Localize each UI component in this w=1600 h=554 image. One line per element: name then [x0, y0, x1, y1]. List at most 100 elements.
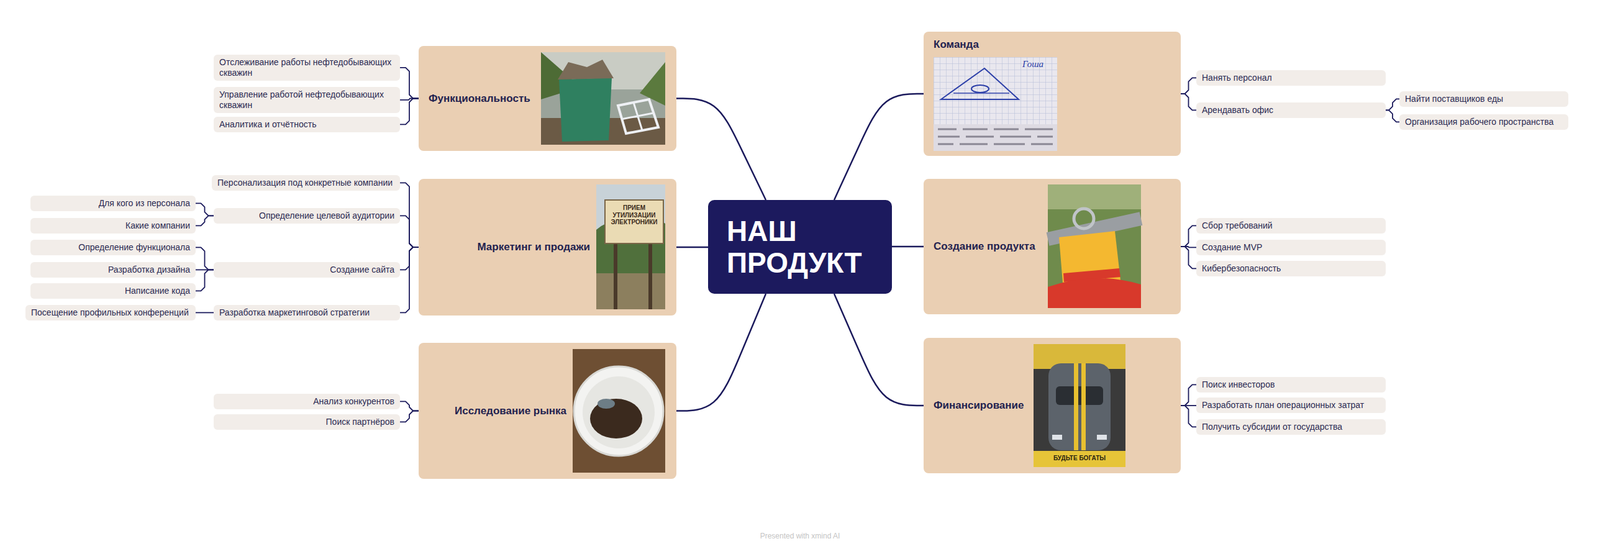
central-topic: НАШ ПРОДУКТ [708, 200, 892, 294]
car-photo-part [1033, 344, 1126, 468]
car-photo-part [1055, 386, 1104, 405]
subtopic-pill: Сбор требований [1196, 218, 1386, 234]
node-text: Нанять персонал [1201, 72, 1381, 84]
bowl-photo [572, 349, 666, 473]
bracket-line [400, 182, 419, 248]
bracket-line [1385, 109, 1400, 122]
node-text: Создание MVP [1201, 242, 1381, 253]
node-text: Аналитика и отчётность [219, 119, 395, 130]
bracket-line [400, 98, 419, 100]
sign-photo-part [648, 243, 653, 310]
package-photo-part [1059, 231, 1122, 291]
car-photo-part [1048, 363, 1111, 451]
subtopic-pill: Определение целевой аудитории [213, 208, 400, 224]
node-text: Для кого из персонала [36, 198, 191, 209]
subtopic-pill: Отслеживание работы нефтедобывающих сква… [213, 54, 400, 81]
branch-topic: Исследование рынка [418, 342, 677, 479]
package-photo-part [1047, 278, 1141, 309]
subtopic-pill: Управление работой нефтедобывающих скваж… [213, 86, 400, 114]
node-text: Определение функционала [36, 242, 191, 253]
bracket-line [1180, 225, 1197, 247]
bracket-line [1180, 405, 1197, 427]
node-text: Управление работой нефтедобывающих скваж… [219, 89, 395, 111]
notebook-photo-part [933, 124, 1058, 151]
bracket-line [400, 411, 419, 423]
subtopic-pill: Персонализация под конкретные компании [211, 175, 400, 191]
branch-topic: Создание продукта [923, 178, 1181, 315]
bracket-line [1180, 77, 1197, 94]
subtopic-pill: Какие компании [30, 218, 196, 234]
dumpster-photo-part [559, 77, 612, 142]
bracket-line [400, 401, 419, 411]
subtopic-pill: Определение функционала [30, 239, 196, 256]
bracket-line [1180, 404, 1197, 407]
node-text: Разработка маркетинговой стратегии [219, 307, 395, 319]
bracket-line [195, 268, 214, 271]
dumpster-photo-part [540, 52, 666, 90]
node-text: Создание продукта [933, 240, 1036, 253]
dumpster-photo-part [621, 102, 654, 131]
branch-curve [676, 98, 766, 201]
bracket-line [1180, 93, 1197, 110]
sign-photo-part [596, 184, 666, 310]
package-photo [1047, 184, 1141, 309]
watermark: Presented with xmind AI [706, 531, 894, 541]
bracket-line [195, 203, 214, 216]
node-text: Разработать план операционных затрат [1201, 400, 1381, 411]
dumpster-photo-part [540, 118, 666, 145]
notebook-photo-part [933, 57, 1058, 151]
node-text: Анализ конкурентов [219, 396, 395, 407]
car-photo [1033, 344, 1126, 468]
bowl-photo-part [597, 398, 615, 409]
car-photo-part [1073, 363, 1079, 451]
sign-text: ПРИЕМ УТИЛИЗАЦИИ ЭЛЕКТРОНИКИ [607, 204, 661, 227]
bracket-line [195, 311, 214, 314]
dumpster-photo-part [540, 52, 666, 145]
sign-photo-part [596, 273, 666, 310]
bowl-photo-part [590, 398, 643, 439]
branch-topic: Команда [923, 31, 1181, 156]
branch-curve [891, 245, 924, 248]
bracket-line [1385, 98, 1400, 110]
node-text: Функциональность [428, 92, 531, 105]
bracket-line [1180, 246, 1197, 248]
branch-curve [676, 246, 709, 249]
sign-photo [596, 184, 666, 310]
car-photo-part [1033, 450, 1126, 468]
branch-curve [834, 293, 924, 406]
bracket-line [1180, 384, 1197, 406]
subtopic-pill: Организация рабочего пространства [1399, 114, 1569, 130]
subtopic-pill: Создание MVP [1196, 239, 1386, 256]
subtopic-pill: Разработать план операционных затрат [1196, 397, 1386, 414]
subtopic-pill: Разработка маркетинговой стратегии [213, 304, 400, 321]
subtopic-pill: Для кого из персонала [30, 195, 196, 212]
node-text: Определение целевой аудитории [219, 210, 395, 222]
subtopic-pill: Получить субсидии от государства [1196, 419, 1386, 435]
car-photo-part [1096, 434, 1107, 440]
subtopic-pill: Написание кода [30, 283, 196, 299]
subtopic-pill: Поиск партнёров [213, 414, 400, 430]
subtopic-pill: Найти поставщиков еды [1399, 91, 1569, 107]
handwritten-note: Гоша [1022, 59, 1056, 70]
branch-curve [676, 293, 766, 412]
bracket-line [400, 247, 419, 270]
package-photo-part [1047, 184, 1141, 210]
bracket-line [400, 67, 419, 99]
package-photo-part [1047, 218, 1141, 240]
node-text: Арендавать офис [1201, 104, 1381, 116]
node-text: Кибербезопасность [1201, 263, 1381, 274]
subtopic-pill: Посещение профильных конференций [25, 304, 196, 321]
node-text: Маркетинг и продажи [477, 240, 591, 254]
branch-topic: Финансирование [923, 337, 1181, 474]
package-photo-part [1047, 184, 1141, 309]
bracket-line [195, 269, 214, 291]
notebook-photo-part [971, 85, 989, 93]
dumpster-photo-part [557, 59, 614, 80]
node-text: Посещение профильных конференций [31, 307, 191, 319]
package-photo-part [1063, 268, 1121, 282]
subtopic-pill: Анализ конкурентов [213, 393, 400, 410]
node-text: Написание кода [36, 285, 191, 297]
